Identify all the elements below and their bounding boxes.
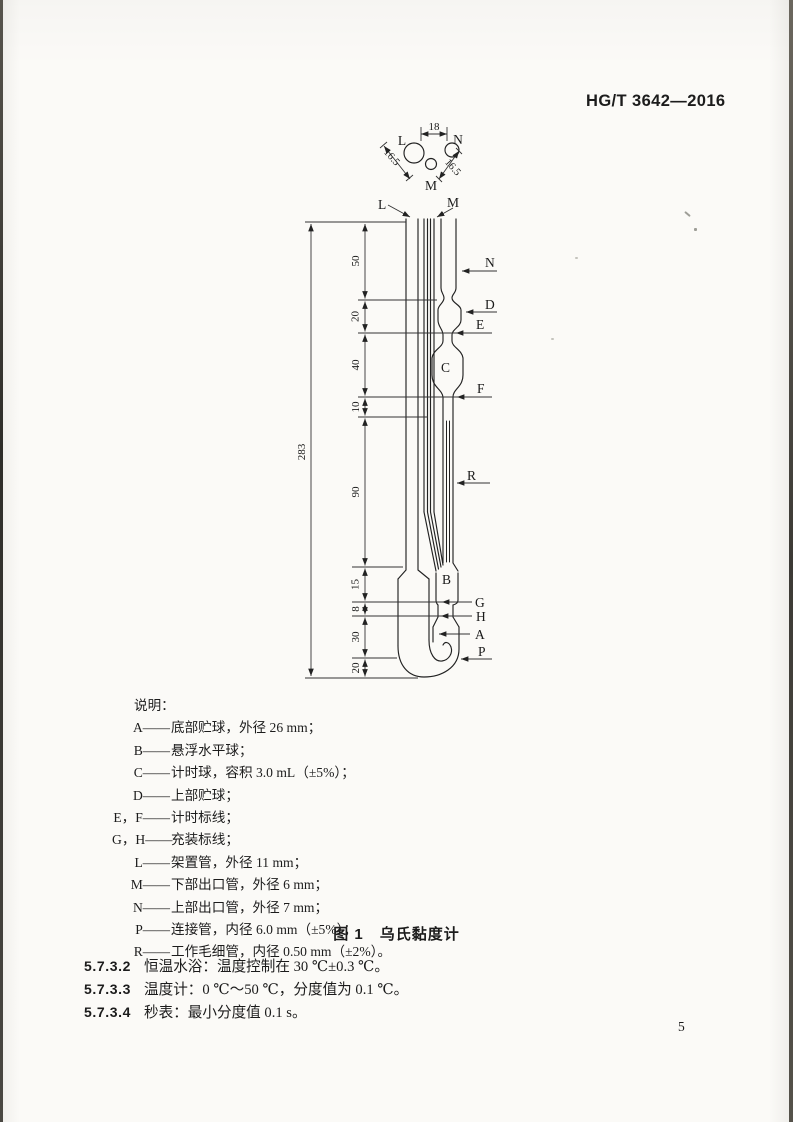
plan-label-n: N [453,132,463,147]
front-label-n: N [485,255,495,270]
dimension-numbers: 283 50 20 40 10 90 15 8 30 20 [296,255,362,674]
dim-50: 50 [350,255,362,267]
legend-item-c: C——计时球，容积 3.0 mL（±5%）； [112,762,391,784]
legend-key: A—— [132,720,170,736]
legend-desc: 上部贮球； [171,787,239,803]
clause-5732: 5.7.3.2 恒温水浴：温度控制在 30 ℃±0.3 ℃。 [84,955,389,976]
scan-speck [575,257,578,259]
front-label-f: F [477,381,485,396]
clause-text: 恒温水浴：温度控制在 30 ℃±0.3 ℃。 [144,959,389,975]
legend-key: B—— [133,742,170,758]
dim-10: 10 [350,401,362,413]
dimension-lines [305,221,492,679]
front-label-e: E [476,317,484,332]
legend-desc: 下部出口管，外径 6 mm； [171,877,329,893]
legend-key: P—— [135,922,170,938]
clause-number: 5.7.3.2 [84,958,132,974]
legend-item-p: P——连接管，内径 6.0 mm（±5%）； [112,919,391,941]
part-labels: L M N D E C F R B G H A P [378,195,495,659]
legend-item-d: D——上部贮球； [112,785,391,807]
legend-desc: 底部贮球，外径 26 mm； [171,720,322,736]
scan-edge-right [789,0,793,1122]
legend-key: M—— [130,877,170,893]
scan-speck [551,338,554,340]
leader-m [436,207,454,218]
front-label-l: L [378,197,386,212]
plan-tube-l [403,142,425,164]
legend-desc: 悬浮水平球； [171,742,253,758]
clause-5733: 5.7.3.3 温度计：0 ℃～50 ℃，分度值为 0.1 ℃。 [84,978,408,999]
legend-key: G，H—— [112,832,173,848]
legend-key: N—— [132,899,170,915]
legend-item-r: R——工作毛细管，内径 0.50 mm（±2%）。 [112,941,391,963]
dim-20: 20 [350,311,362,323]
clause-text: 秒表：最小分度值 0.1 s。 [144,1005,307,1021]
legend-desc: 架置管，外径 11 mm； [171,854,308,870]
legend-item-m: M——下部出口管，外径 6 mm； [112,874,391,896]
part-arrows [387,204,497,662]
legend-key: C—— [133,765,170,781]
dim-20b: 20 [350,662,362,674]
clause-text: 温度计：0 ℃～50 ℃，分度值为 0.1 ℃。 [144,982,409,998]
scan-speck [694,228,697,231]
document-number: HG/T 3642—2016 [586,92,726,110]
clause-number: 5.7.3.3 [84,981,132,997]
legend-desc: 计时标线； [171,810,239,826]
front-label-r: R [467,468,476,483]
viscometer-figure: L N M 18 16.5 16.5 [296,121,497,679]
dim-283: 283 [296,443,308,460]
front-label-d: D [485,297,495,312]
scan-edge-left [0,0,3,1122]
front-label-g: G [475,595,485,610]
leader-l [387,204,411,218]
front-label-p: P [478,644,486,659]
legend-item-gh: G，H——充装标线； [112,829,391,851]
front-label-b: B [442,572,451,587]
plan-dim-right: 16.5 [442,157,462,178]
plan-dim-18: 18 [429,121,441,133]
legend-key: D—— [132,787,170,803]
plan-view: L N M 18 16.5 16.5 [379,121,463,193]
legend-desc: 计时球，容积 3.0 mL（±5%）； [171,765,355,781]
legend-desc: 工作毛细管，内径 0.50 mm（±2%）。 [171,944,392,960]
legend-item-ef: E，F——计时标线； [112,807,391,829]
front-label-m: M [447,195,459,210]
legend-key: R—— [133,944,170,960]
figure-caption: 图 1 乌氏黏度计 [333,926,460,943]
page-number: 5 [678,1019,685,1034]
front-label-c: C [441,360,450,375]
plan-label-l: L [398,133,406,148]
legend-desc: 充装标线； [171,832,239,848]
dim-15: 15 [350,579,362,591]
dim-8: 8 [350,606,362,612]
legend-desc: 上部出口管，外径 7 mm； [171,899,329,915]
clause-5734: 5.7.3.4 秒表：最小分度值 0.1 s。 [84,1001,307,1022]
legend-item-b: B——悬浮水平球； [112,740,391,762]
front-label-h: H [476,609,486,624]
front-label-a: A [475,627,485,642]
clause-number: 5.7.3.4 [84,1004,132,1020]
legend-desc: 连接管，内径 6.0 mm（±5%）； [171,922,358,938]
legend: 说明： A——底部贮球，外径 26 mm； B——悬浮水平球； C——计时球，容… [112,695,391,964]
dim-90: 90 [350,486,362,498]
plan-tube-m [424,157,438,171]
legend-item-n: N——上部出口管，外径 7 mm； [112,897,391,919]
plan-label-m: M [425,178,437,193]
legend-title: 说明： [134,698,175,713]
legend-key: E，F—— [113,810,170,826]
legend-key: L—— [134,854,171,870]
legend-item-a: A——底部贮球，外径 26 mm； [112,717,391,739]
legend-item-l: L——架置管，外径 11 mm； [112,852,391,874]
dim-40: 40 [350,359,362,371]
dim-30: 30 [350,631,362,643]
viscometer-body [397,218,464,678]
